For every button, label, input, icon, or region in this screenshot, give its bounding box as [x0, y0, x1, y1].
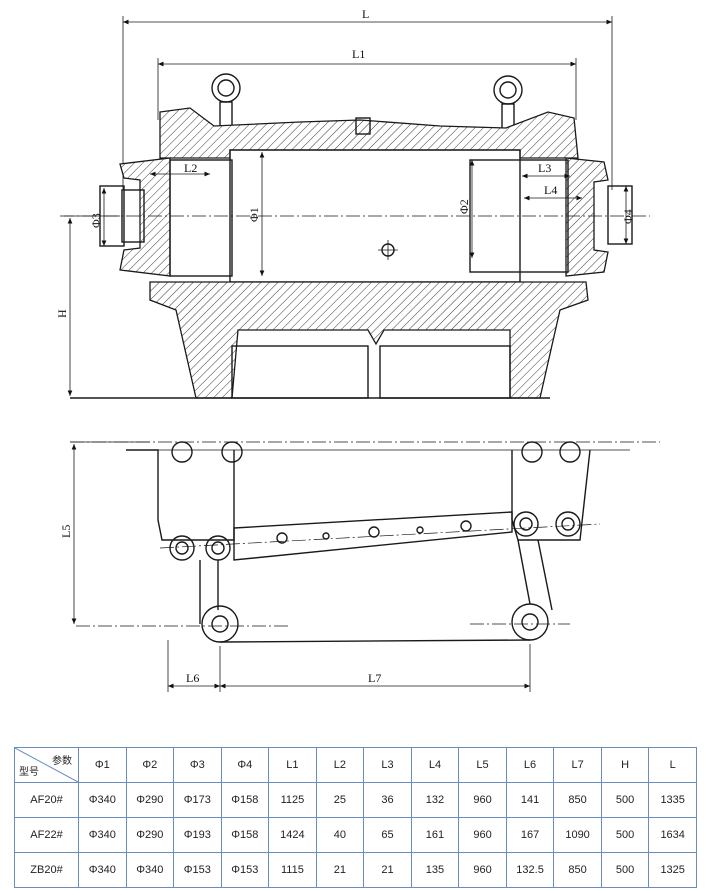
table-header: Φ4: [220, 747, 270, 783]
corner-model-label: 型号: [19, 767, 39, 778]
table-row: AF22# Φ340 Φ290 Φ193 Φ158 1424 40 65 161…: [14, 817, 697, 853]
table-cell: 21: [315, 852, 365, 888]
table-cell: Φ153: [173, 852, 222, 888]
connecting-bar: [233, 511, 513, 561]
dim-L5-label: L5: [59, 525, 73, 538]
table-cell: 960: [458, 852, 507, 888]
model-cell: AF20#: [14, 782, 79, 818]
pivot-upper-left: [169, 535, 231, 561]
left-bearing-housing: [119, 157, 171, 277]
technical-drawing: L L1 L2: [55, 7, 660, 692]
table-cell: 500: [600, 817, 650, 853]
table-cell: 141: [505, 782, 555, 818]
dim-phi1-label: Φ1: [247, 207, 261, 222]
table-header: Φ3: [173, 747, 222, 783]
table-cell: 132.5: [505, 852, 555, 888]
table-cell: Φ340: [78, 782, 127, 818]
dim-H-label: H: [55, 309, 69, 318]
dim-L4-label: L4: [544, 183, 557, 197]
pivot-upper-right: [513, 511, 581, 537]
pivot-lower-left: [201, 605, 239, 643]
table-cell: 1335: [648, 782, 697, 818]
table-cell: 1115: [268, 852, 317, 888]
table-cell: 132: [410, 782, 460, 818]
model-cell: AF22#: [14, 817, 79, 853]
dim-L3-label: L3: [538, 161, 551, 175]
table-header: Φ2: [125, 747, 175, 783]
table-header: L3: [363, 747, 412, 783]
table-cell: 500: [600, 852, 650, 888]
table-cell: 36: [363, 782, 412, 818]
dim-L7-label: L7: [368, 671, 381, 685]
table-header: L1: [268, 747, 317, 783]
table-cell: Φ158: [220, 782, 270, 818]
housing-base: [149, 281, 589, 399]
table-row: ZB20# Φ340 Φ340 Φ153 Φ153 1115 21 21 135…: [14, 852, 697, 888]
dim-L2-label: L2: [184, 161, 197, 175]
table-cell: 65: [363, 817, 412, 853]
table-cell: 167: [505, 817, 555, 853]
table-cell: Φ340: [125, 852, 175, 888]
dim-phi2-label: Φ2: [457, 199, 471, 214]
table-cell: 1125: [268, 782, 317, 818]
table-cell: 1424: [268, 817, 317, 853]
table-header: L4: [410, 747, 460, 783]
table-header: L7: [553, 747, 602, 783]
spec-table: 参数 型号 Φ1 Φ2 Φ3 Φ4 L1 L2 L3 L4 L5 L6 L7 H…: [14, 747, 697, 888]
table-cell: 850: [553, 782, 602, 818]
pivot-lower-right: [511, 603, 549, 641]
dim-L-label: L: [362, 7, 369, 21]
table-corner-cell: 参数 型号: [14, 747, 79, 783]
dim-L6-label: L6: [186, 671, 199, 685]
dim-phi3-label: Φ3: [89, 213, 103, 228]
table-header: Φ1: [78, 747, 127, 783]
corner-param-label: 参数: [52, 756, 72, 767]
dim-phi4-label: Φ4: [621, 209, 635, 224]
table-header: L5: [458, 747, 507, 783]
model-cell: ZB20#: [14, 852, 79, 888]
table-cell: Φ340: [78, 852, 127, 888]
table-cell: 500: [600, 782, 650, 818]
table-cell: Φ290: [125, 782, 175, 818]
table-header: L6: [505, 747, 555, 783]
table-header-row: 参数 型号 Φ1 Φ2 Φ3 Φ4 L1 L2 L3 L4 L5 L6 L7 H…: [14, 747, 697, 783]
front-section-view: L L1 L2: [55, 7, 650, 399]
table-cell: 25: [315, 782, 365, 818]
table-cell: 960: [458, 782, 507, 818]
table-cell: 1634: [648, 817, 697, 853]
table-header: L2: [315, 747, 365, 783]
table-cell: 1090: [553, 817, 602, 853]
table-header: H: [600, 747, 650, 783]
table-cell: 40: [315, 817, 365, 853]
table-row: AF20# Φ340 Φ290 Φ173 Φ158 1125 25 36 132…: [14, 782, 697, 818]
right-bearing-housing: [565, 157, 609, 277]
dim-L1-label: L1: [352, 47, 365, 61]
table-cell: Φ173: [173, 782, 222, 818]
table-cell: 850: [553, 852, 602, 888]
table-cell: 960: [458, 817, 507, 853]
table-cell: Φ340: [78, 817, 127, 853]
linkage-view: L5 L6 L7: [59, 441, 660, 692]
table-header: L: [648, 747, 697, 783]
table-cell: Φ158: [220, 817, 270, 853]
table-cell: 1325: [648, 852, 697, 888]
table-cell: Φ290: [125, 817, 175, 853]
table-cell: Φ193: [173, 817, 222, 853]
table-cell: Φ153: [220, 852, 270, 888]
table-cell: 135: [410, 852, 460, 888]
table-cell: 21: [363, 852, 412, 888]
table-cell: 161: [410, 817, 460, 853]
